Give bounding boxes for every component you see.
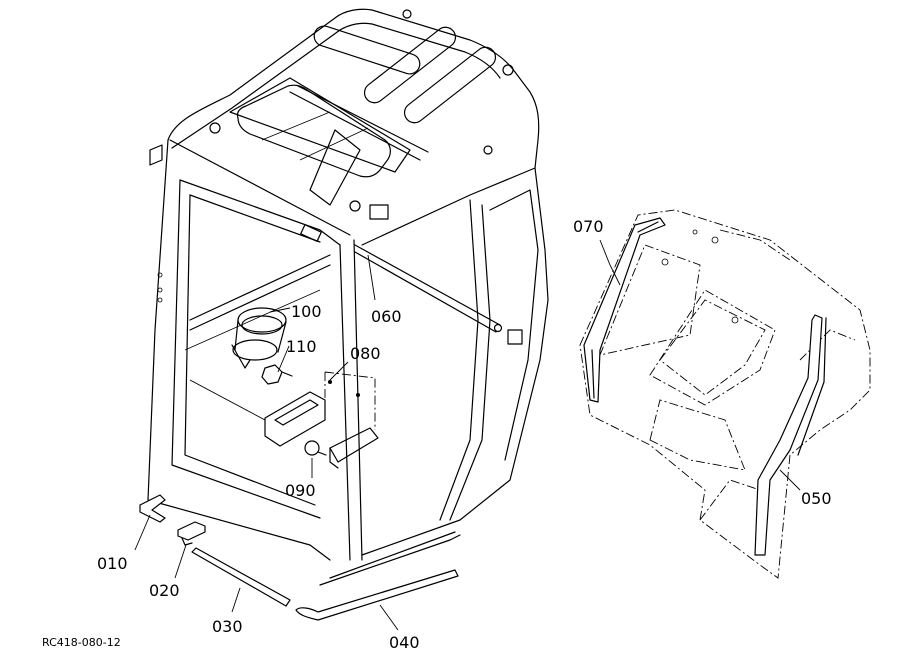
reference-code: RC418-080-12 [42,636,121,649]
label-part-110: 110 [286,337,317,356]
label-part-100: 100 [291,302,322,321]
cup-holder-part-100 [231,307,287,369]
label-part-070: 070 [573,217,604,236]
cab-assembly-drawing [147,8,549,586]
floor-seal-parts [139,494,459,621]
bolt-part-110 [261,364,293,385]
part-labels: 100 110 080 060 070 050 090 010 020 030 … [42,217,832,652]
label-part-080: 080 [350,344,381,363]
label-part-020: 020 [149,581,180,600]
label-part-010: 010 [97,554,128,573]
label-part-040: 040 [389,633,420,652]
screw-part-090 [304,440,327,456]
label-part-030: 030 [212,617,243,636]
leader-lines [134,239,801,631]
side-trim-panel-drawing [579,209,871,579]
label-part-090: 090 [285,481,316,500]
label-part-050: 050 [801,489,832,508]
label-part-060: 060 [371,307,402,326]
tray-part-080 [189,371,379,469]
